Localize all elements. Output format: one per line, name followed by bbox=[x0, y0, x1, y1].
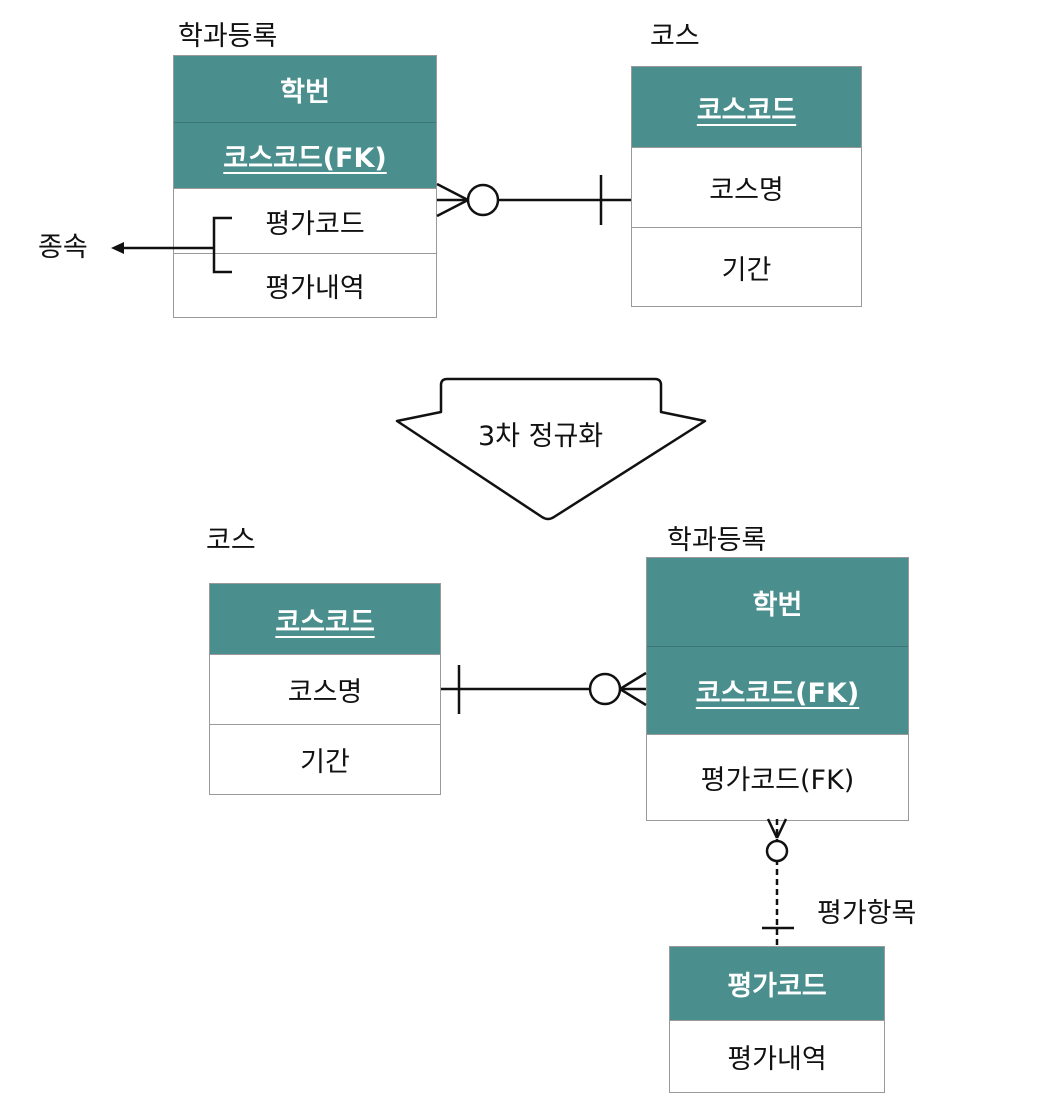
bottom-enrollment-title: 학과등록 bbox=[667, 525, 767, 556]
top-course-table: 코스코드 코스명 기간 bbox=[631, 66, 862, 307]
top-enrollment-row-1: 코스코드(FK) bbox=[174, 122, 436, 188]
evaluation-table: 평가코드 평가내역 bbox=[669, 946, 885, 1093]
bottom-relationship-line bbox=[441, 665, 647, 714]
top-enrollment-row-0: 학번 bbox=[174, 56, 436, 122]
top-enrollment-row-2: 평가코드 bbox=[174, 188, 436, 253]
bottom-course-row-1: 코스명 bbox=[210, 654, 440, 724]
top-enrollment-title: 학과등록 bbox=[178, 21, 278, 52]
bottom-enrollment-row-2: 평가코드(FK) bbox=[647, 734, 908, 820]
top-enrollment-table: 학번 코스코드(FK) 평가코드 평가내역 bbox=[173, 55, 437, 318]
top-course-title: 코스 bbox=[650, 21, 700, 52]
normalization-arrow bbox=[395, 377, 707, 521]
evaluation-row-1: 평가내역 bbox=[670, 1020, 884, 1092]
top-course-row-2: 기간 bbox=[632, 227, 861, 306]
bottom-course-row-2: 기간 bbox=[210, 724, 440, 794]
evaluation-row-0: 평가코드 bbox=[670, 947, 884, 1020]
dependency-arrowhead bbox=[111, 242, 124, 254]
bottom-course-row-0: 코스코드 bbox=[210, 584, 440, 654]
evaluation-relationship-line bbox=[762, 818, 794, 946]
bottom-course-title: 코스 bbox=[206, 525, 256, 556]
relationship-label: 평가항목 bbox=[817, 898, 917, 929]
top-course-row-1: 코스명 bbox=[632, 147, 861, 227]
normalization-label: 3차 정규화 bbox=[478, 421, 604, 452]
dependency-label: 종속 bbox=[38, 232, 88, 263]
top-enrollment-row-3: 평가내역 bbox=[174, 253, 436, 317]
bottom-course-table: 코스코드 코스명 기간 bbox=[209, 583, 441, 795]
dependency-bracket bbox=[120, 216, 232, 274]
bottom-enrollment-row-0: 학번 bbox=[647, 558, 908, 646]
top-course-row-0: 코스코드 bbox=[632, 67, 861, 147]
bottom-enrollment-table: 학번 코스코드(FK) 평가코드(FK) bbox=[646, 557, 909, 821]
top-relationship-line bbox=[436, 175, 631, 225]
bottom-enrollment-row-1: 코스코드(FK) bbox=[647, 646, 908, 734]
